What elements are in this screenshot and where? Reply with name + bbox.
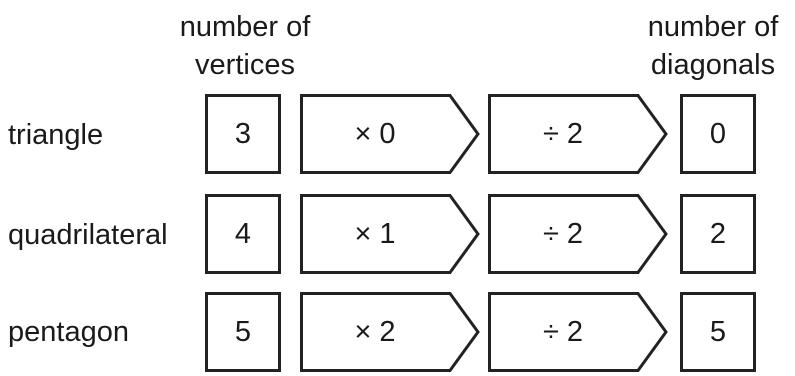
header-number-of-vertices: number of vertices (150, 8, 340, 84)
divide-operation: ÷ 2 (542, 315, 584, 348)
arrow-shape (300, 194, 480, 274)
multiply-arrow: × 1 (300, 194, 482, 274)
arrow-shape (300, 292, 480, 372)
multiply-operation: × 0 (354, 117, 396, 150)
diagonals-box: 2 (680, 194, 756, 274)
diagonals-box: 5 (680, 292, 756, 372)
arrow-shape (488, 292, 668, 372)
vertices-box: 3 (205, 94, 281, 174)
arrow-shape (488, 94, 668, 174)
multiply-operation: × 2 (354, 315, 396, 348)
multiply-arrow: × 2 (300, 292, 482, 372)
divide-arrow: ÷ 2 (488, 94, 670, 174)
divide-arrow: ÷ 2 (488, 292, 670, 372)
vertices-box: 4 (205, 194, 281, 274)
divide-arrow: ÷ 2 (488, 194, 670, 274)
header-vertices-line-2: vertices (195, 49, 295, 81)
arrow-shape (300, 94, 480, 174)
arrow-shape (488, 194, 668, 274)
header-diagonals-line-1: number of (647, 11, 779, 43)
multiply-operation: × 1 (354, 217, 396, 250)
header-number-of-diagonals: number of diagonals (628, 8, 795, 84)
diagonals-box: 0 (680, 94, 756, 174)
multiply-arrow: × 0 (300, 94, 482, 174)
divide-operation: ÷ 2 (542, 117, 584, 150)
vertices-box: 5 (205, 292, 281, 372)
header-vertices-line-1: number of (179, 11, 311, 43)
shape-label: quadrilateral (8, 219, 168, 251)
shape-label: triangle (8, 119, 104, 151)
divide-operation: ÷ 2 (542, 217, 584, 250)
shape-label: pentagon (8, 316, 129, 348)
header-diagonals-line-2: diagonals (650, 49, 776, 81)
